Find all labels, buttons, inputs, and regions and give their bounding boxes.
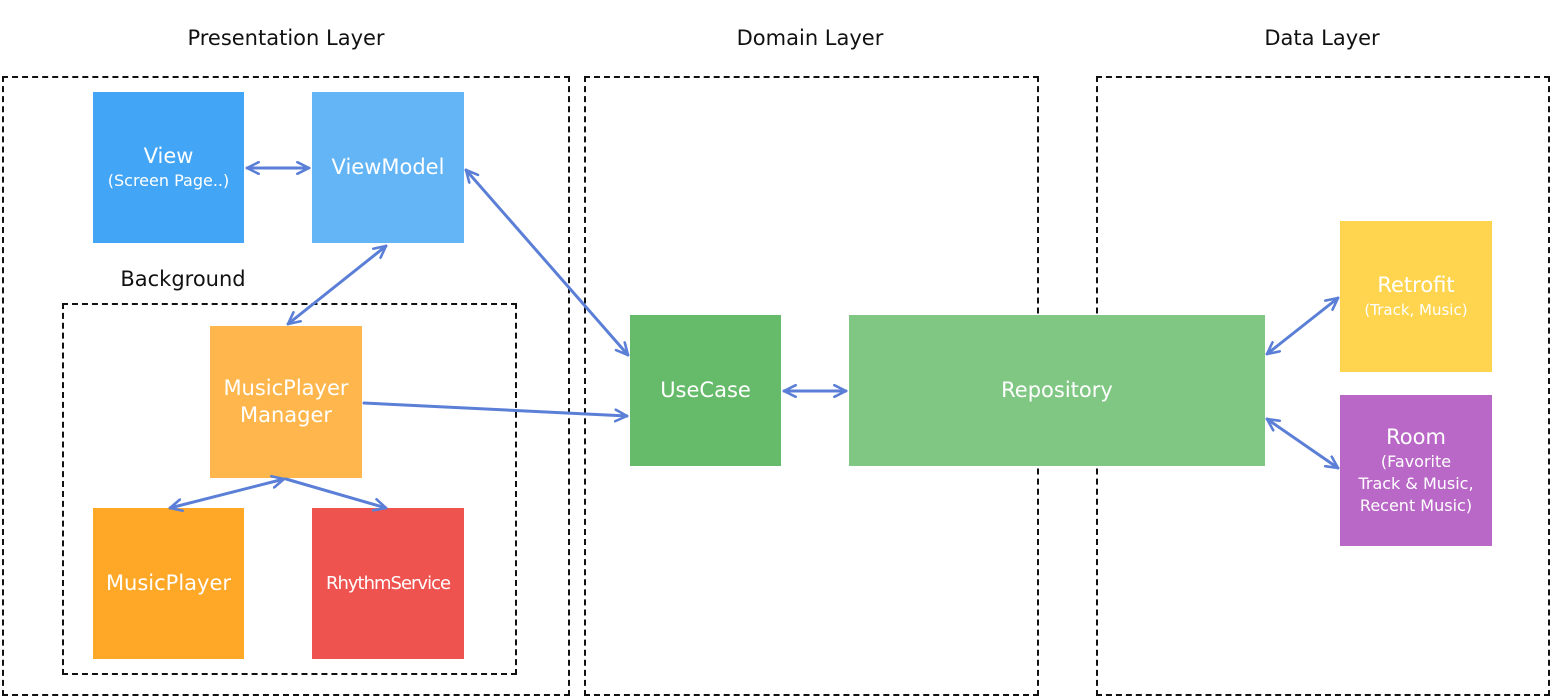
retrofit-sublabel: (Track, Music) <box>1364 301 1468 319</box>
repository-label: Repository <box>1001 378 1113 402</box>
room-sublabel: (Favorite Track & Music, Recent Music) <box>1358 452 1474 515</box>
presentation-layer-title: Presentation Layer <box>187 26 385 50</box>
view-label: View <box>143 144 194 168</box>
musicplayer-manager-rhythmservice-arrow <box>284 477 388 508</box>
musicplayer-node: MusicPlayer <box>93 508 244 659</box>
data-layer-title: Data Layer <box>1264 26 1380 50</box>
view-sublabel: (Screen Page..) <box>107 171 230 190</box>
rhythmservice-label: RhythmService <box>325 573 451 594</box>
rhythmservice-node: RhythmService <box>312 508 464 659</box>
retrofit-label: Retrofit <box>1377 273 1455 297</box>
retrofit-node: Retrofit (Track, Music) <box>1340 221 1492 372</box>
musicplayer-manager-usecase-arrow <box>362 401 629 416</box>
viewmodel-musicplayer-manager-arrow <box>286 244 388 326</box>
repository-node: Repository <box>849 315 1265 466</box>
usecase-label: UseCase <box>660 378 751 402</box>
repository-room-arrow <box>1265 417 1340 470</box>
musicplayer-manager-node: MusicPlayer Manager <box>210 326 362 478</box>
background-title: Background <box>120 267 246 291</box>
presentation-layer-region <box>2 76 570 696</box>
viewmodel-usecase-arrow <box>464 168 630 357</box>
view-node: View (Screen Page..) <box>93 92 244 243</box>
musicplayer-manager-musicplayer-arrow <box>168 479 286 508</box>
room-node: Room (Favorite Track & Music, Recent Mus… <box>1340 395 1492 546</box>
viewmodel-label: ViewModel <box>331 155 445 179</box>
musicplayer-manager-label: MusicPlayer Manager <box>223 376 349 427</box>
usecase-node: UseCase <box>630 315 781 466</box>
domain-layer-title: Domain Layer <box>736 26 884 50</box>
repository-retrofit-arrow <box>1265 296 1340 356</box>
viewmodel-node: ViewModel <box>312 92 464 243</box>
room-label: Room <box>1386 425 1446 449</box>
musicplayer-label: MusicPlayer <box>105 571 232 595</box>
